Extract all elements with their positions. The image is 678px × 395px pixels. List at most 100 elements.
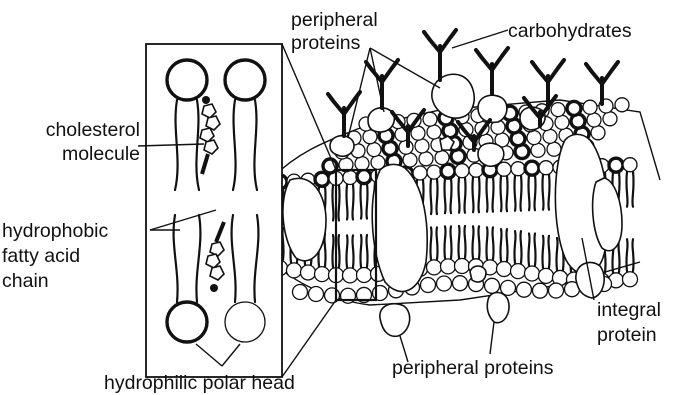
carbohydrate-chain xyxy=(424,30,456,80)
surface-polar-head xyxy=(555,115,569,129)
inset-polar-head xyxy=(225,302,265,342)
inset-polar-head xyxy=(167,302,207,342)
fatty-acid-tail xyxy=(450,226,451,258)
inner-polar-head xyxy=(373,285,388,300)
fatty-acid-tail xyxy=(500,176,501,211)
inner-polar-head xyxy=(533,283,548,298)
inner-polar-head xyxy=(525,266,540,281)
fatty-acid-tail xyxy=(436,179,437,214)
outer-polar-head xyxy=(469,163,483,177)
fatty-acid-tail xyxy=(486,177,487,212)
inner-polar-head xyxy=(455,258,470,273)
fatty-acid-tail xyxy=(632,172,633,207)
fatty-acid-tail xyxy=(486,227,487,259)
fatty-acid-tail xyxy=(338,185,339,220)
inner-polar-head xyxy=(357,267,372,282)
fatty-acid-tail xyxy=(632,239,633,271)
label-hydrophobic-2: fatty acid xyxy=(2,245,80,267)
label-integral-2: protein xyxy=(597,324,657,346)
surface-polar-head xyxy=(603,112,617,126)
label-peripheral-top-1: peripheral xyxy=(291,9,378,31)
fatty-acid-tail xyxy=(332,235,333,267)
fatty-acid-tail xyxy=(360,184,361,219)
inner-polar-head xyxy=(485,278,500,293)
inner-polar-head xyxy=(427,260,442,275)
fatty-acid-tail xyxy=(528,234,529,266)
fatty-acid-tail xyxy=(500,229,501,261)
fatty-acid-tail xyxy=(520,176,521,211)
fatty-acid-tail xyxy=(514,231,515,263)
inner-polar-head xyxy=(517,282,532,297)
outer-polar-head xyxy=(525,161,539,175)
fatty-acid-tail xyxy=(514,176,515,211)
surface-polar-head xyxy=(543,129,557,143)
fatty-acid-tail xyxy=(556,238,557,270)
fatty-acid-tail xyxy=(472,226,473,258)
fatty-acid-tail xyxy=(444,226,445,258)
outer-polar-head xyxy=(511,162,525,176)
fatty-acid-tail xyxy=(534,234,535,266)
outer-polar-head xyxy=(539,161,553,175)
fatty-acid-tail xyxy=(472,177,473,212)
surface-polar-head xyxy=(423,112,437,126)
carbohydrate-chain xyxy=(532,60,564,108)
zoom-connector-bottom xyxy=(282,300,336,377)
inner-polar-head xyxy=(497,262,512,277)
surface-polar-head xyxy=(587,113,601,127)
fatty-acid-tail xyxy=(338,235,339,267)
fatty-acid-tail xyxy=(430,179,431,214)
fatty-acid-tail xyxy=(366,235,367,267)
inner-polar-head xyxy=(437,276,452,291)
label-peripheral-bottom: peripheral proteins xyxy=(392,357,554,379)
fatty-acid-tail xyxy=(458,226,459,258)
fatty-acid-tail xyxy=(346,185,347,220)
inner-polar-head xyxy=(343,268,358,283)
fatty-acid-tail xyxy=(464,226,465,258)
label-hydrophobic-3: chain xyxy=(2,270,49,292)
outer-polar-head xyxy=(427,165,441,179)
label-cholesterol-2: molecule xyxy=(62,143,140,165)
fatty-acid-tail xyxy=(478,226,479,258)
outer-polar-head xyxy=(315,172,329,186)
fatty-acid-tail xyxy=(360,235,361,267)
fatty-acid-tail xyxy=(528,175,529,210)
fatty-acid-tail xyxy=(464,178,465,213)
fatty-acid-tail xyxy=(436,227,437,259)
surface-polar-head xyxy=(615,98,629,112)
inner-polar-head xyxy=(421,278,436,293)
surface-polar-head xyxy=(567,101,581,115)
surface-polar-head xyxy=(435,151,449,165)
inner-polar-head xyxy=(293,285,308,300)
label-hydrophilic-head: hydrophilic polar head xyxy=(104,372,295,394)
surface-polar-head xyxy=(527,131,541,145)
fatty-acid-tail xyxy=(534,175,535,210)
fatty-acid-tail xyxy=(352,185,353,220)
outer-polar-head xyxy=(455,164,469,178)
fatty-acid-tail xyxy=(542,236,543,268)
fatty-acid-tail xyxy=(478,177,479,212)
surface-polar-head xyxy=(551,103,565,117)
surface-polar-head xyxy=(367,143,381,157)
surface-polar-head xyxy=(547,142,561,156)
fatty-acid-tail xyxy=(506,229,507,261)
surface-polar-head xyxy=(427,125,441,139)
inner-polar-head xyxy=(315,267,330,282)
fatty-acid-tail xyxy=(520,231,521,263)
surface-polar-head xyxy=(591,126,605,140)
fatty-acid-tail xyxy=(542,175,543,210)
inner-polar-head xyxy=(549,283,564,298)
outer-polar-head xyxy=(609,158,623,172)
label-carbohydrates: carbohydrates xyxy=(508,20,632,42)
fatty-acid-tail xyxy=(626,172,627,207)
inner-polar-head xyxy=(539,268,554,283)
fatty-acid-tail xyxy=(458,178,459,213)
fatty-acid-tail xyxy=(332,185,333,220)
surface-polar-head xyxy=(419,152,433,166)
carbohydrate-chain xyxy=(476,48,508,94)
inner-polar-head xyxy=(287,263,302,278)
inset-polar-head xyxy=(167,60,207,100)
fatty-acid-tail xyxy=(366,184,367,219)
fatty-acid-tail xyxy=(444,178,445,213)
surface-polar-head xyxy=(415,139,429,153)
